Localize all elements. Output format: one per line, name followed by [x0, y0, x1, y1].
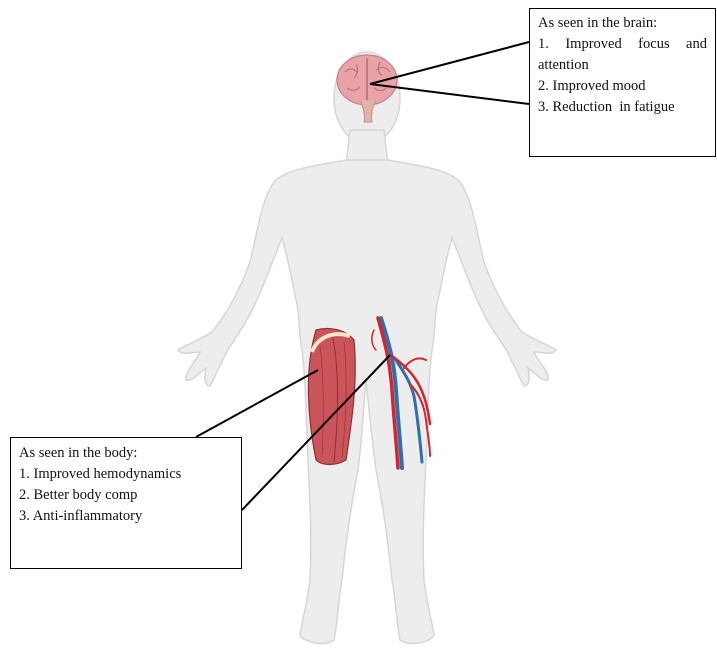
torso-and-limbs: [178, 160, 556, 643]
body-callout-title: As seen in the body:: [19, 443, 233, 464]
brain-callout-item-2: 2. Improved mood: [538, 76, 707, 97]
body-leader-line-upper: [196, 370, 318, 437]
brain-callout-box: As seen in the brain: 1. Improved focus …: [529, 8, 716, 157]
thigh-muscle-illustration: [308, 328, 355, 464]
brain-callout-item-1: 1. Improved focus and attention: [538, 34, 707, 76]
body-callout-box: As seen in the body: 1. Improved hemodyn…: [10, 437, 242, 569]
body-callout-item-1: 1. Improved hemodynamics: [19, 464, 233, 485]
brain-callout-item-3: 3. Reduction in fatigue: [538, 97, 707, 118]
brain-leader-line-upper: [370, 42, 529, 84]
brain-callout-title: As seen in the brain:: [538, 13, 707, 34]
body-callout-item-2: 2. Better body comp: [19, 485, 233, 506]
body-callout-item-3: 3. Anti-inflammatory: [19, 506, 233, 527]
